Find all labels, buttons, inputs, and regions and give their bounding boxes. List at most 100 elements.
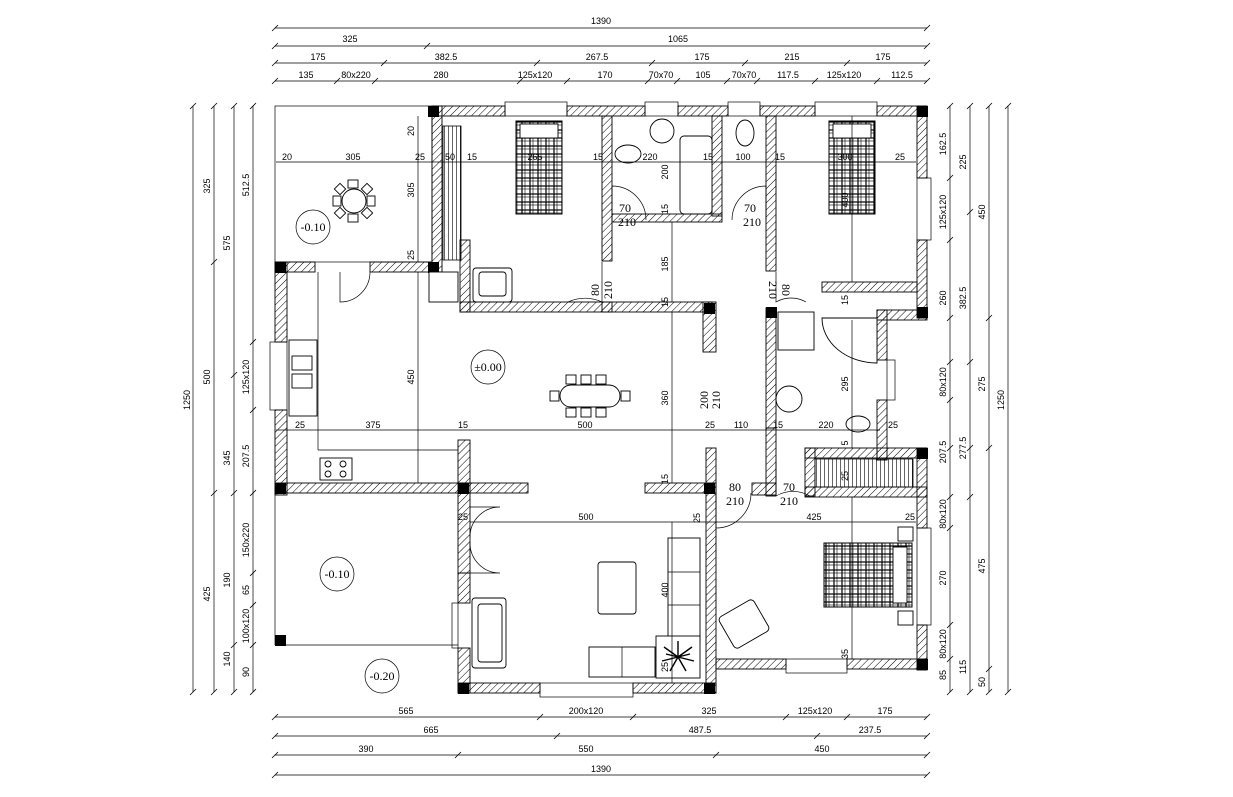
top-dim-r4-9: 117.5 [777, 70, 799, 80]
dim-tick [516, 77, 524, 85]
top-dim-r3-5: 215 [784, 52, 799, 62]
interior-dim: 5 [840, 440, 850, 445]
level-label: -0.20 [370, 669, 395, 683]
dim-tick [533, 59, 541, 67]
dim-tick [673, 77, 681, 85]
wall-kitchen-south [274, 482, 529, 494]
dim-tick [753, 77, 761, 85]
wall-living-west-a [457, 482, 471, 574]
toilet-icon [614, 144, 642, 164]
dim-tick [985, 665, 993, 673]
right-dim-c3-8: 80x120 [938, 499, 948, 529]
interior-dim: 400 [840, 192, 850, 207]
bottom-dim-total: 1390 [591, 764, 611, 774]
dim-tick [985, 102, 993, 110]
left-dim-c3-7: 100x120 [241, 609, 251, 644]
dim-tick [985, 444, 993, 452]
right-dimension-chains: 1250 225 450 275 475 50 162.5 125x120 26… [938, 102, 1012, 696]
top-dim-r4-5: 170 [597, 70, 612, 80]
level-circle [319, 556, 355, 592]
dim-tick [782, 713, 790, 721]
window [886, 359, 896, 401]
columns [275, 106, 928, 694]
left-dim-c3-6: 65 [241, 585, 251, 595]
nightstand-icon [428, 271, 459, 303]
bathtub-icon [679, 135, 713, 215]
column [917, 307, 928, 318]
interior-dim: 200 [660, 164, 670, 179]
left-dim-c2-6: 140 [222, 651, 232, 666]
door-label-height: 210 [743, 215, 761, 229]
dim-tick [946, 236, 954, 244]
dim-tick [271, 59, 279, 67]
dim-tick [946, 358, 954, 366]
left-dim-c3-4: 150x220 [241, 523, 251, 558]
dim-tick [249, 569, 257, 577]
dim-tick [249, 601, 257, 609]
interior-dim: 25 [840, 471, 850, 481]
dim-tick [811, 77, 819, 85]
column [704, 303, 715, 314]
top-dim-r2-1: 325 [342, 34, 357, 44]
door-label-height: 210 [618, 215, 636, 229]
interior-dim: 15 [660, 297, 670, 307]
armchair-icon [718, 599, 770, 649]
dim-tick [946, 621, 954, 629]
bottom-dim-r3-2: 550 [578, 744, 593, 754]
level-markers: -0.10 ±0.00 -0.10 -0.20 [295, 209, 506, 694]
interior-dim: 375 [365, 420, 380, 430]
dim-tick [873, 77, 881, 85]
right-dim-total: 1250 [996, 390, 1006, 410]
bottom-dim-r1-3: 325 [701, 706, 716, 716]
armchair-seat [478, 271, 507, 297]
wall-top-b [566, 105, 646, 117]
sink-icon [649, 118, 675, 144]
window [916, 527, 932, 626]
dining-table-icon [549, 374, 631, 418]
stove-icon [319, 457, 353, 481]
left-dim-c3-1: 512.5 [241, 174, 251, 197]
interior-dim: 25 [415, 152, 425, 162]
closet-icon [814, 458, 914, 488]
coffee-table-icon [597, 561, 637, 615]
dim-tick [371, 77, 379, 85]
dim-tick [423, 42, 431, 50]
interior-dim: 500 [578, 512, 593, 522]
door-label-height: 210 [601, 281, 615, 299]
door-label-width: 80 [779, 284, 793, 296]
right-dim-c3-7: 207.5 [938, 441, 948, 464]
shower-icon [777, 311, 815, 351]
dim-tick [923, 77, 931, 85]
wall-top-d [759, 105, 816, 117]
interior-dim: 25 [692, 513, 702, 523]
top-dim-total: 1390 [591, 16, 611, 26]
interior-dim: 25 [406, 250, 416, 260]
interior-dim: 300 [837, 152, 852, 162]
right-dim-c2-1: 225 [958, 154, 968, 169]
window [644, 101, 679, 117]
wall-kitchen-west-a [274, 261, 288, 343]
interior-dim: 305 [345, 152, 360, 162]
interior-dim: 25 [905, 512, 915, 522]
interior-dim: 15 [840, 295, 850, 305]
interior-dim: 220 [818, 420, 833, 430]
bed-icon [823, 526, 914, 626]
right-dim-c2-5: 50 [977, 677, 987, 687]
dim-tick [813, 732, 821, 740]
dim-tick [189, 688, 197, 696]
dim-tick [843, 713, 851, 721]
wall-right-b [916, 239, 928, 319]
interior-dim: 25 [660, 662, 670, 672]
door-swing [731, 185, 767, 221]
top-dimension-chains: 1390 325 1065 175 382.5 267.5 175 215 17… [271, 16, 931, 85]
dim-tick [189, 102, 197, 110]
interior-dim: 295 [840, 376, 850, 391]
interior-dim: 15 [660, 474, 670, 484]
column [428, 106, 439, 117]
door-label-height: 210 [709, 391, 723, 409]
dim-tick [333, 77, 341, 85]
right-dim-c3-12: 85 [938, 670, 948, 680]
dim-tick [1004, 102, 1012, 110]
dim-tick [536, 713, 544, 721]
